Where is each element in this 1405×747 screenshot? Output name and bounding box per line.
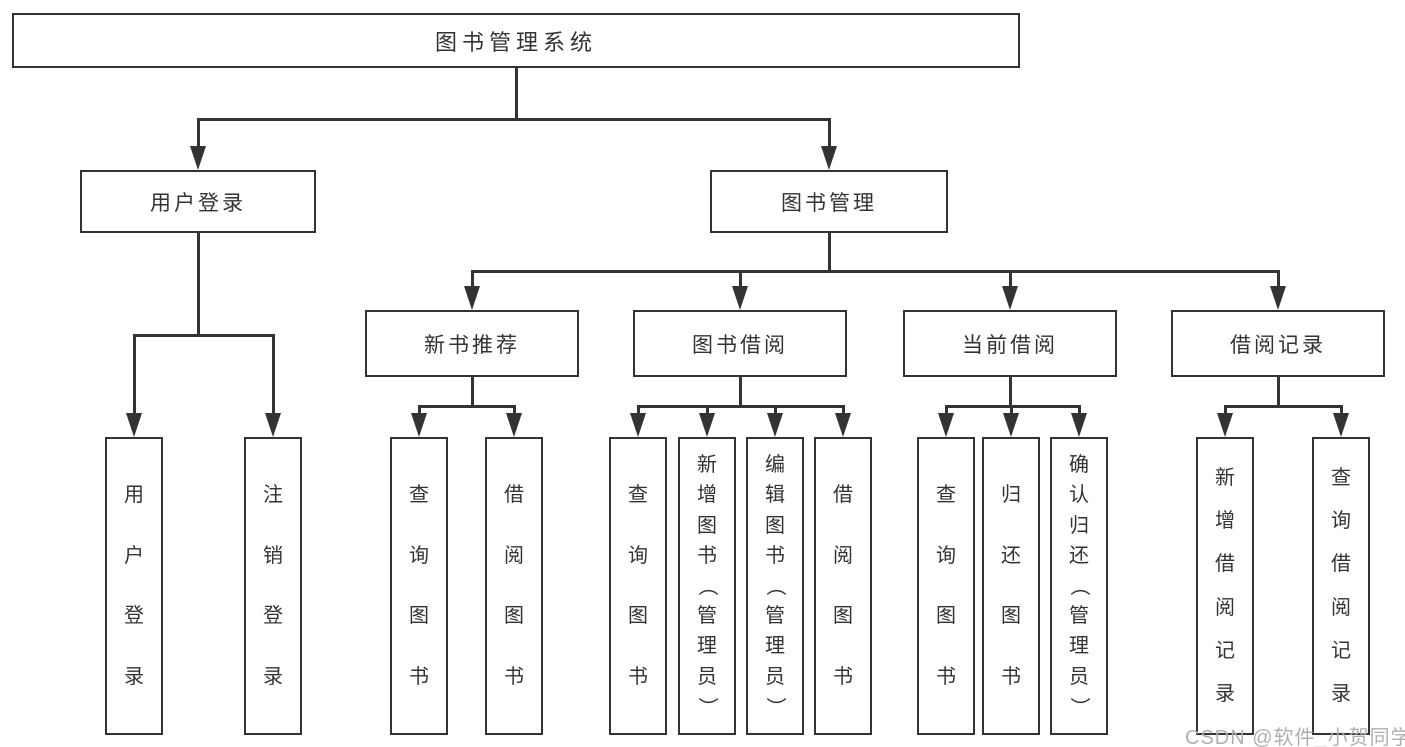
node-root: 图书管理系统 xyxy=(12,13,1020,68)
connector-line xyxy=(272,334,275,418)
connector-line xyxy=(1277,377,1280,408)
connector-line xyxy=(513,405,516,419)
arrowhead-icon xyxy=(1333,413,1349,437)
connector-line xyxy=(133,334,136,418)
connector-line xyxy=(133,334,275,337)
connector-line xyxy=(828,233,831,273)
arrowhead-icon xyxy=(464,286,480,310)
node-user-login-label: 用户登录 xyxy=(150,191,246,215)
connector-line xyxy=(842,405,845,419)
connector-line xyxy=(828,118,831,150)
node-root-label: 图书管理系统 xyxy=(434,29,597,55)
leaf-borrow-query-books: 查询图书 xyxy=(609,437,667,735)
node-book-management-label: 图书管理 xyxy=(781,191,877,215)
leaf-user-login: 用户登录 xyxy=(105,437,163,735)
arrowhead-icon xyxy=(1071,413,1087,437)
arrowhead-icon xyxy=(411,413,427,437)
connector-line xyxy=(471,270,1279,273)
connector-line xyxy=(706,405,709,419)
arrowhead-icon xyxy=(1217,413,1233,437)
arrowhead-icon xyxy=(265,413,281,437)
leaf-borrow-add-books-admin: 新增图书（管理员） xyxy=(678,437,736,735)
connector-line xyxy=(1224,405,1342,408)
connector-line xyxy=(471,377,474,408)
connector-line xyxy=(739,270,742,290)
arrowhead-icon xyxy=(732,286,748,310)
arrowhead-icon xyxy=(835,413,851,437)
arrowhead-icon xyxy=(767,413,783,437)
arrowhead-icon xyxy=(1002,286,1018,310)
leaf-recommend-borrow-books: 借阅图书 xyxy=(485,437,543,735)
connector-line xyxy=(774,405,777,419)
arrowhead-icon xyxy=(699,413,715,437)
leaf-recommend-query-books: 查询图书 xyxy=(390,437,448,735)
connector-line xyxy=(197,233,200,337)
leaf-current-return-books: 归还图书 xyxy=(982,437,1040,735)
csdn-watermark: CSDN @软件_小贺同学 xyxy=(1185,727,1405,747)
connector-line xyxy=(418,405,421,419)
connector-line xyxy=(471,270,474,290)
connector-line xyxy=(637,405,844,408)
node-book-borrow-label: 图书借阅 xyxy=(692,333,788,357)
node-current-borrow-label: 当前借阅 xyxy=(962,333,1058,357)
connector-line xyxy=(1078,405,1081,419)
node-new-book-recommend-label: 新书推荐 xyxy=(424,333,520,357)
node-book-management: 图书管理 xyxy=(710,170,948,233)
arrowhead-icon xyxy=(630,413,646,437)
node-current-borrow: 当前借阅 xyxy=(903,310,1117,377)
connector-line xyxy=(418,405,516,408)
node-borrow-records-label: 借阅记录 xyxy=(1230,333,1326,357)
leaf-current-query-books: 查询图书 xyxy=(917,437,975,735)
leaf-borrow-edit-books-admin: 编辑图书（管理员） xyxy=(746,437,804,735)
connector-line xyxy=(1224,405,1227,419)
leaf-current-confirm-return-admin: 确认归还（管理员） xyxy=(1050,437,1108,735)
arrowhead-icon xyxy=(126,413,142,437)
connector-line xyxy=(197,118,831,121)
leaf-records-add-record: 新增借阅记录 xyxy=(1196,437,1254,735)
arrowhead-icon xyxy=(938,413,954,437)
arrowhead-icon xyxy=(1270,286,1286,310)
leaf-logout: 注销登录 xyxy=(244,437,302,735)
arrowhead-icon xyxy=(190,146,206,170)
connector-line xyxy=(1277,270,1280,290)
arrowhead-icon xyxy=(821,146,837,170)
connector-line xyxy=(1010,405,1013,419)
leaf-records-query-record: 查询借阅记录 xyxy=(1312,437,1370,735)
arrowhead-icon xyxy=(506,413,522,437)
arrowhead-icon xyxy=(1003,413,1019,437)
connector-line xyxy=(945,405,948,419)
node-borrow-records: 借阅记录 xyxy=(1171,310,1385,377)
connector-line xyxy=(1340,405,1343,419)
node-user-login: 用户登录 xyxy=(80,170,316,233)
connector-line xyxy=(515,68,518,120)
connector-line xyxy=(739,377,742,408)
connector-line xyxy=(1009,270,1012,290)
node-new-book-recommend: 新书推荐 xyxy=(365,310,579,377)
leaf-borrow-borrow-books: 借阅图书 xyxy=(814,437,872,735)
connector-line xyxy=(197,118,200,150)
connector-line xyxy=(637,405,640,419)
connector-line xyxy=(1009,377,1012,408)
node-book-borrow: 图书借阅 xyxy=(633,310,847,377)
